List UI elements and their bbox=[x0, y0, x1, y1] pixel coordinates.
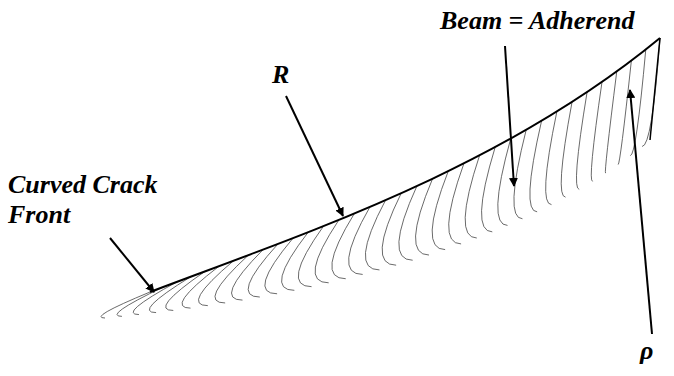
beam-end-face bbox=[650, 38, 660, 140]
beam-slice bbox=[591, 82, 602, 182]
beam-slice bbox=[117, 287, 163, 316]
beam-slice bbox=[630, 49, 645, 155]
beam-slice bbox=[546, 112, 557, 205]
beam-slice bbox=[498, 139, 511, 226]
beam-slice bbox=[449, 163, 464, 244]
beam-slice bbox=[561, 102, 572, 197]
beam-slice bbox=[248, 244, 278, 297]
leader-line bbox=[286, 96, 343, 216]
beam-slice bbox=[605, 71, 616, 173]
beam-slice bbox=[232, 250, 263, 300]
beam-slice bbox=[349, 207, 370, 275]
leader-line bbox=[505, 46, 514, 186]
beam-slice bbox=[465, 155, 479, 238]
beam-slice bbox=[530, 121, 542, 212]
beam-slice bbox=[576, 92, 587, 189]
beam-slice bbox=[618, 61, 631, 165]
beam-slice bbox=[365, 200, 385, 270]
beam-slice bbox=[382, 193, 401, 265]
beam-slice bbox=[514, 130, 526, 219]
label-text: Curved Crack Front bbox=[8, 170, 183, 230]
leader-line bbox=[630, 90, 652, 334]
beam-slices bbox=[101, 38, 660, 318]
beam-slice bbox=[101, 292, 150, 318]
beam-top-edge bbox=[150, 38, 660, 292]
beam-slice bbox=[482, 147, 496, 232]
label-text: R bbox=[272, 60, 289, 90]
label-text: Beam = Adherend bbox=[440, 6, 634, 36]
leader-line bbox=[110, 238, 154, 292]
beam-slice bbox=[399, 186, 417, 260]
beam-slice bbox=[642, 38, 660, 147]
label-text: ρ bbox=[640, 336, 653, 366]
beam-slice bbox=[416, 179, 433, 255]
beam-slice bbox=[432, 171, 448, 250]
beam-slice bbox=[166, 271, 205, 310]
